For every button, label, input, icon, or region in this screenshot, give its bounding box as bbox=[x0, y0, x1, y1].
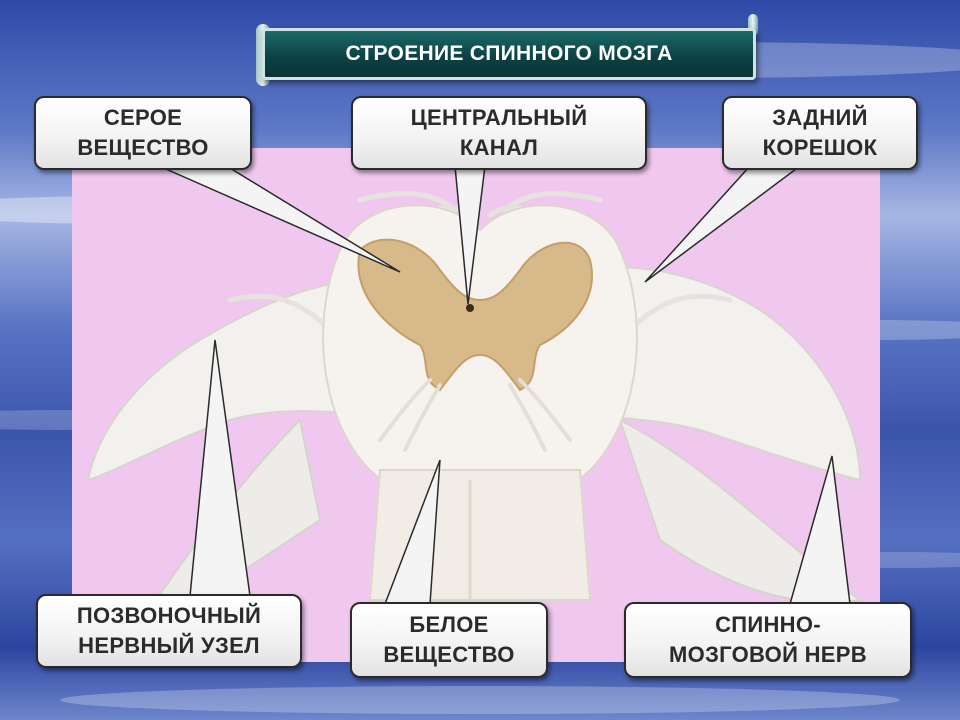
pointer-spinal-nerve bbox=[789, 455, 851, 605]
label-spinal-ganglion: ПОЗВОНОЧНЫЙ НЕРВНЫЙ УЗЕЛ bbox=[36, 594, 302, 668]
label-dorsal-root: ЗАДНИЙ КОРЕШОК bbox=[722, 96, 918, 170]
label-central-canal: ЦЕНТРАЛЬНЫЙ КАНАЛ bbox=[351, 96, 647, 170]
label-white-matter: БЕЛОЕ ВЕЩЕСТВО bbox=[350, 602, 548, 678]
right-nerve-lower bbox=[618, 418, 863, 604]
label-spinal-nerve: СПИННО- МОЗГОВОЙ НЕРВ bbox=[624, 602, 912, 678]
pointer-grey-matter bbox=[149, 161, 401, 273]
pointer-dorsal-root bbox=[644, 165, 803, 283]
central-canal-dot bbox=[466, 304, 474, 312]
title-scroll-curl-right bbox=[748, 14, 758, 36]
grey-matter-butterfly bbox=[357, 238, 593, 392]
slide-title: СТРОЕНИЕ СПИННОГО МОЗГА bbox=[262, 28, 756, 80]
label-grey-matter: СЕРОЕ ВЕЩЕСТВО bbox=[34, 96, 252, 170]
